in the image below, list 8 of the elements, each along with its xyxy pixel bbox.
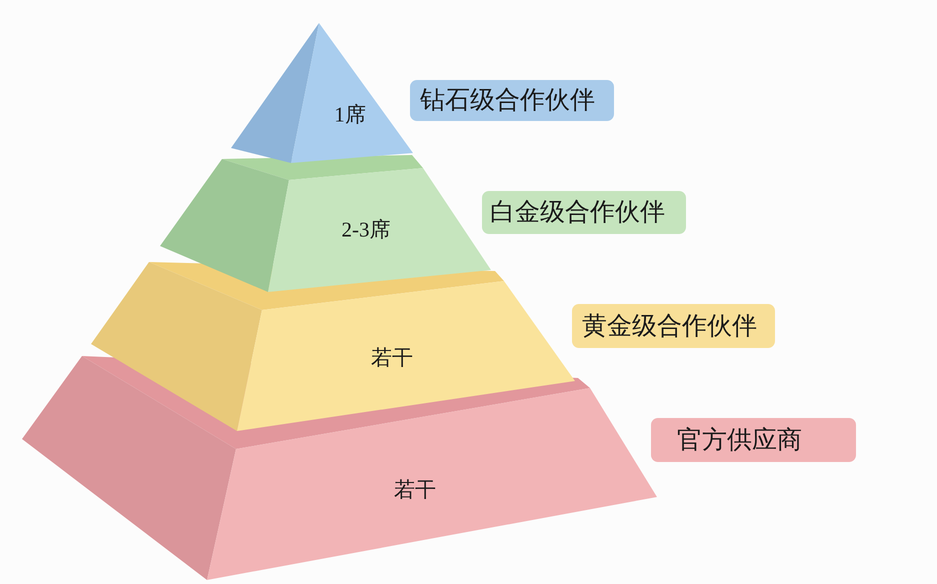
tier-text: 若干 [371,348,413,368]
tier-name-tag: 钻石级合作伙伴 [410,80,614,121]
tier-text: 1席 [334,104,366,126]
tier-name-tag: 白金级合作伙伴 [482,191,686,234]
tier-name-tag: 官方供应商 [651,418,856,462]
tier-name-tag: 黄金级合作伙伴 [572,304,775,348]
tier-text: 2-3席 [342,220,390,240]
tier-text: 若干 [394,480,436,500]
